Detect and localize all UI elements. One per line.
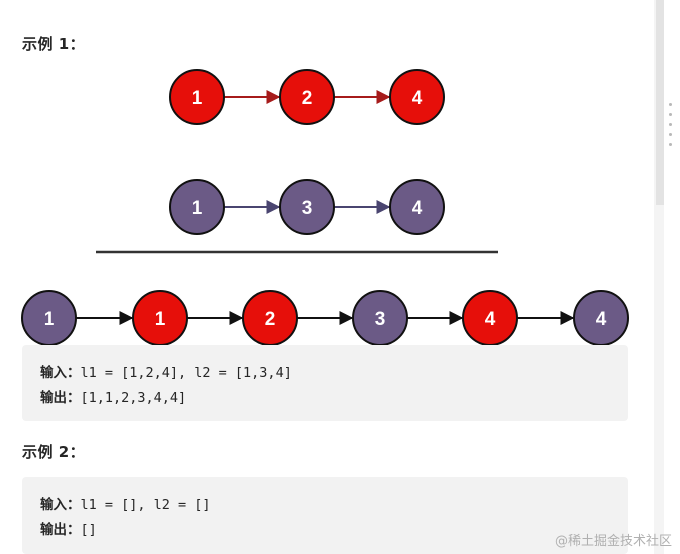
list-2-node-label: 3 (302, 198, 313, 219)
list-1-node: 4 (389, 69, 445, 125)
list-2-node-label: 4 (412, 198, 423, 219)
merged-list-node-label: 1 (155, 309, 166, 330)
list-2-node-circle (389, 179, 445, 235)
list-1-node-label: 2 (302, 88, 313, 109)
merged-list-node: 1 (132, 290, 188, 345)
merged-list-node-label: 2 (265, 309, 276, 330)
input-label: 输入： (40, 365, 81, 381)
list-1-node-label: 1 (192, 88, 203, 109)
merged-list-node-circle (242, 290, 298, 345)
merged-list: 1 1 2 3 4 4 (21, 290, 629, 345)
list-1-node-label: 4 (412, 88, 423, 109)
list-2-node: 4 (389, 179, 445, 235)
input-label: 输入： (40, 497, 81, 513)
merged-list-node: 2 (242, 290, 298, 345)
input-value: l1 = [1,2,4], l2 = [1,3,4] (80, 365, 292, 381)
drag-handle-icon[interactable] (669, 103, 673, 153)
scrollbar-track[interactable] (654, 0, 664, 554)
merged-list-node-circle (21, 290, 77, 345)
example-2-heading: 示例 2： (22, 443, 86, 461)
merged-list-node-circle (132, 290, 188, 345)
example-1-heading: 示例 1： (22, 35, 86, 53)
merged-list-node-circle (462, 290, 518, 345)
merged-list-node: 4 (462, 290, 518, 345)
output-value: [1,1,2,3,4,4] (80, 390, 187, 406)
linked-list-diagram: 1 2 4 1 3 4 1 1 2 3 4 4 (21, 69, 629, 345)
output-label: 输出： (40, 390, 81, 406)
merged-list-node-label: 1 (44, 309, 55, 330)
list-2-node-label: 1 (192, 198, 203, 219)
example-2-code-block: 输入：l1 = [], l2 = [] 输出：[] (22, 477, 628, 554)
output-line: 输出：[] (40, 518, 628, 543)
output-label: 输出： (40, 522, 81, 538)
watermark: @稀土掘金技术社区 (554, 534, 672, 549)
input-value: l1 = [], l2 = [] (80, 497, 211, 513)
list-1-node-circle (279, 69, 335, 125)
scrollbar-thumb[interactable] (656, 0, 664, 205)
output-value: [] (80, 522, 97, 538)
list-2-node: 1 (169, 179, 225, 235)
merged-list-node-label: 3 (375, 309, 386, 330)
merged-list-node-label: 4 (485, 309, 496, 330)
merged-list-node: 1 (21, 290, 77, 345)
list-1: 1 2 4 (169, 69, 445, 125)
list-2-node-circle (169, 179, 225, 235)
list-2-node-circle (279, 179, 335, 235)
list-1-node: 1 (169, 69, 225, 125)
merged-list-node-circle (352, 290, 408, 345)
input-line: 输入：l1 = [], l2 = [] (40, 493, 628, 518)
input-line: 输入：l1 = [1,2,4], l2 = [1,3,4] (40, 361, 628, 386)
list-2: 1 3 4 (169, 179, 445, 235)
list-1-node: 2 (279, 69, 335, 125)
example-1-code-block: 输入：l1 = [1,2,4], l2 = [1,3,4] 输出：[1,1,2,… (22, 345, 628, 421)
list-2-node: 3 (279, 179, 335, 235)
merged-list-node-circle (573, 290, 629, 345)
list-1-node-circle (389, 69, 445, 125)
list-1-node-circle (169, 69, 225, 125)
merged-list-node: 3 (352, 290, 408, 345)
output-line: 输出：[1,1,2,3,4,4] (40, 386, 628, 411)
merged-list-node-label: 4 (596, 309, 607, 330)
merged-list-node: 4 (573, 290, 629, 345)
